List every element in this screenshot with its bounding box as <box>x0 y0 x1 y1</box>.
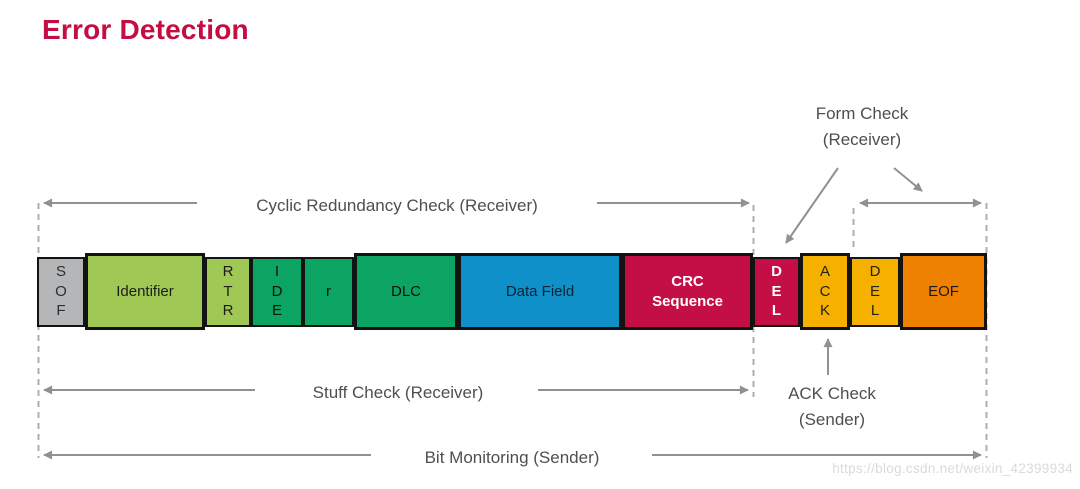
field-del-1: D E L <box>753 256 800 327</box>
field-sof-label: S O F <box>55 263 67 320</box>
field-crc-sequence: CRC Sequence <box>622 253 753 330</box>
field-del-2-label: D E L <box>869 263 881 320</box>
field-ide: I D E <box>251 256 303 327</box>
field-identifier: Identifier <box>85 253 205 330</box>
watermark: https://blog.csdn.net/weixin_42399934 <box>832 461 1073 476</box>
field-del-2: D E L <box>850 256 900 327</box>
field-del-1-label: D E L <box>771 263 782 320</box>
field-dlc-label: DLC <box>390 282 421 300</box>
form-pointer-span-arrow <box>893 167 923 192</box>
page-title: Error Detection <box>42 14 249 45</box>
field-r-label: r <box>326 282 331 300</box>
field-rtr: R T R <box>205 256 251 327</box>
ack-check-label: ACK Check (Sender) <box>788 384 876 430</box>
stuff-check-label: Stuff Check (Receiver) <box>312 383 484 402</box>
can-frame: S O F Identifier R T R I D E r DLC Data … <box>37 253 987 330</box>
field-data-field-label: Data Field <box>505 282 575 300</box>
field-crc-sequence-label: CRC Sequence <box>652 273 723 310</box>
field-identifier-label: Identifier <box>116 282 174 300</box>
field-ack: A C K <box>800 253 850 330</box>
crc-check-label: Cyclic Redundancy Check (Receiver) <box>256 196 538 215</box>
form-check-label: Form Check (Receiver) <box>815 104 909 150</box>
field-rtr-label: R T R <box>222 263 234 320</box>
field-sof: S O F <box>37 256 85 327</box>
form-pointer-del-arrow <box>785 167 839 244</box>
field-eof-label: EOF <box>928 282 959 300</box>
field-ide-label: I D E <box>271 263 283 320</box>
field-r: r <box>303 256 354 327</box>
bit-monitoring-label: Bit Monitoring (Sender) <box>424 448 600 467</box>
field-ack-label: A C K <box>819 263 831 320</box>
field-dlc: DLC <box>354 253 458 330</box>
field-data-field: Data Field <box>458 253 622 330</box>
field-eof: EOF <box>900 253 987 330</box>
